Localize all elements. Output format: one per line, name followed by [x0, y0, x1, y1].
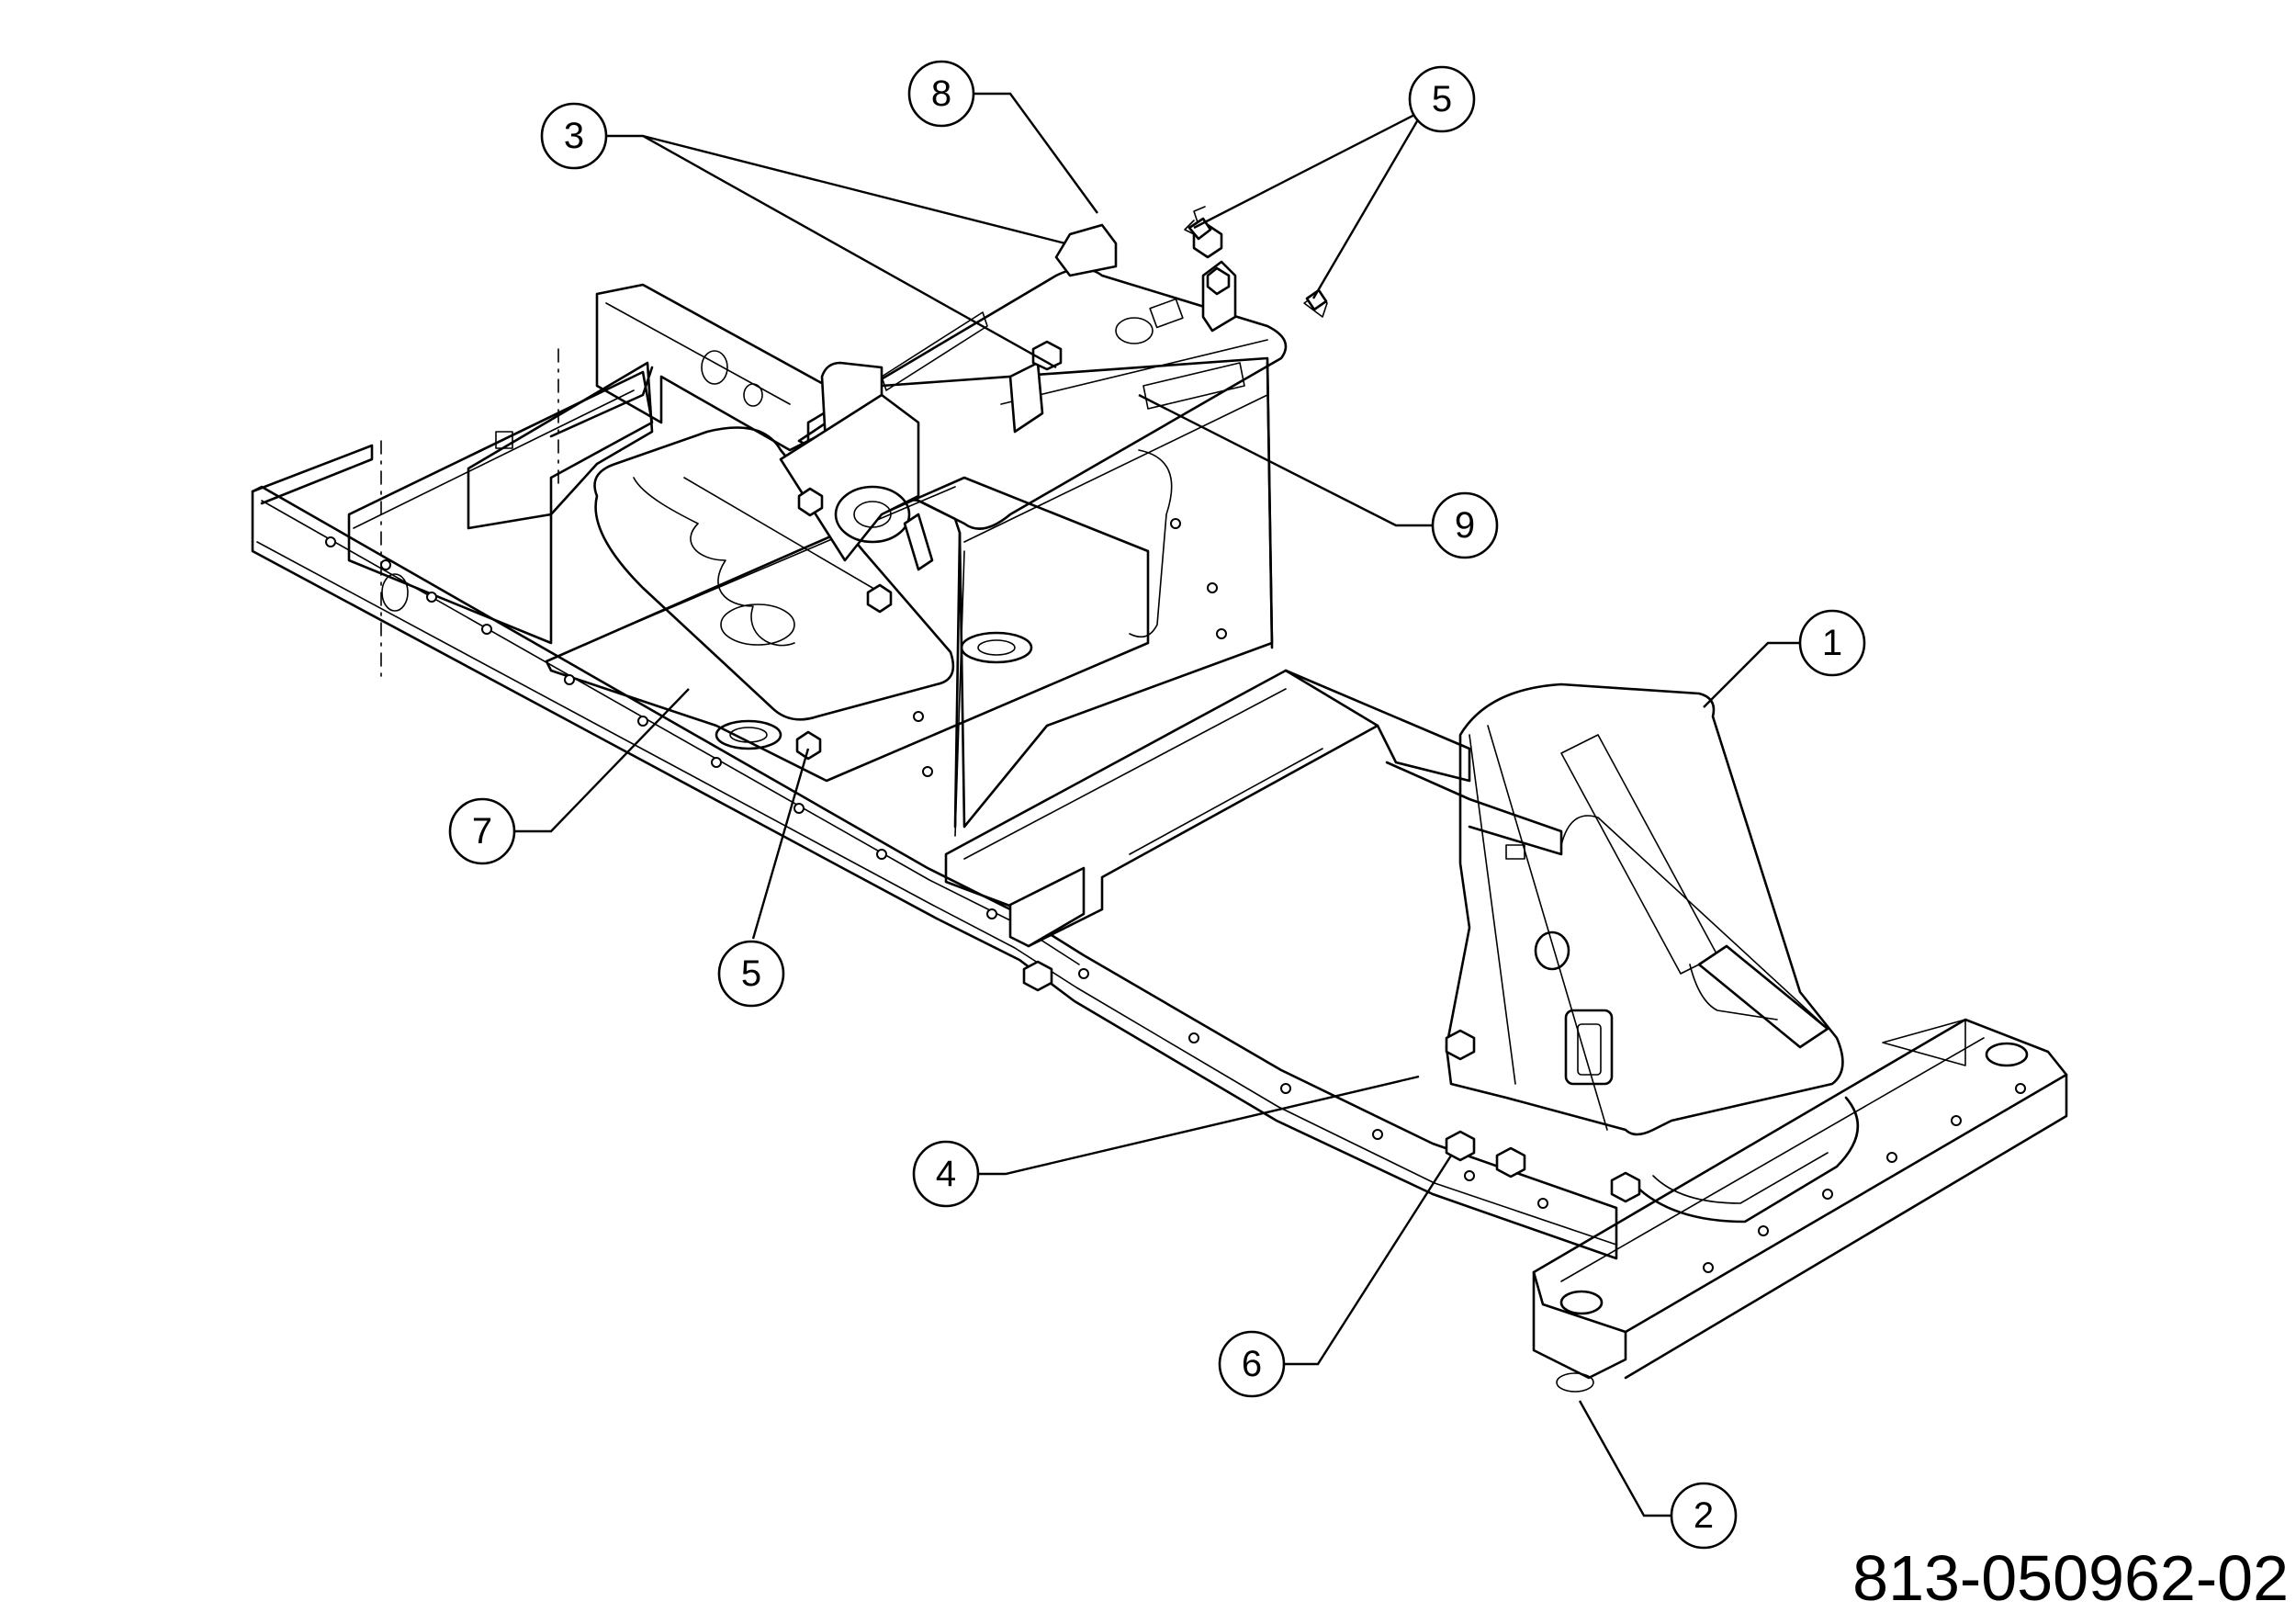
callout-9: 9 — [1138, 393, 1499, 559]
floor-plate — [545, 476, 1150, 783]
frame-drawing — [251, 206, 2068, 1393]
callout-4: 4 — [912, 1075, 1420, 1208]
left-rear-rail — [467, 361, 654, 530]
callout-5-bottom: 5 — [717, 748, 810, 1008]
front-pedal-tower — [1445, 682, 1844, 1136]
callout-4-label: 4 — [936, 1154, 956, 1194]
rail-holes — [325, 518, 2026, 1273]
callout-2: 2 — [1578, 1400, 1738, 1550]
callout-7: 7 — [448, 688, 690, 865]
front-axle-cross-member — [1532, 1018, 2068, 1334]
rear-upright-plate — [595, 283, 828, 452]
fasteners — [795, 206, 1641, 1203]
rear-cross-member — [347, 370, 654, 645]
callout-3: 3 — [540, 102, 1066, 369]
callout-8-label: 8 — [931, 73, 951, 114]
callout-1-label: 1 — [1822, 623, 1842, 663]
tilted-seat-plate — [593, 426, 955, 721]
callout-2-label: 2 — [1694, 1495, 1714, 1536]
middle-cross-member — [944, 669, 1379, 948]
callout-8: 8 — [907, 60, 1098, 214]
callout-7-label: 7 — [472, 811, 492, 851]
callout-5-top-label: 5 — [1432, 79, 1452, 119]
right-side-rail — [1284, 669, 1471, 783]
drawing-part-number: 813-050962-02 — [1852, 1542, 2289, 1614]
callout-5-bottom-label: 5 — [741, 953, 761, 994]
callout-6: 6 — [1218, 1155, 1453, 1398]
left-side-rail — [251, 485, 1618, 1260]
callout-5-top: 5 — [1193, 65, 1476, 299]
callout-1: 1 — [1703, 609, 1866, 708]
callout-6-label: 6 — [1242, 1344, 1262, 1384]
callout-9-label: 9 — [1455, 505, 1475, 546]
callout-3-label: 3 — [564, 116, 584, 156]
